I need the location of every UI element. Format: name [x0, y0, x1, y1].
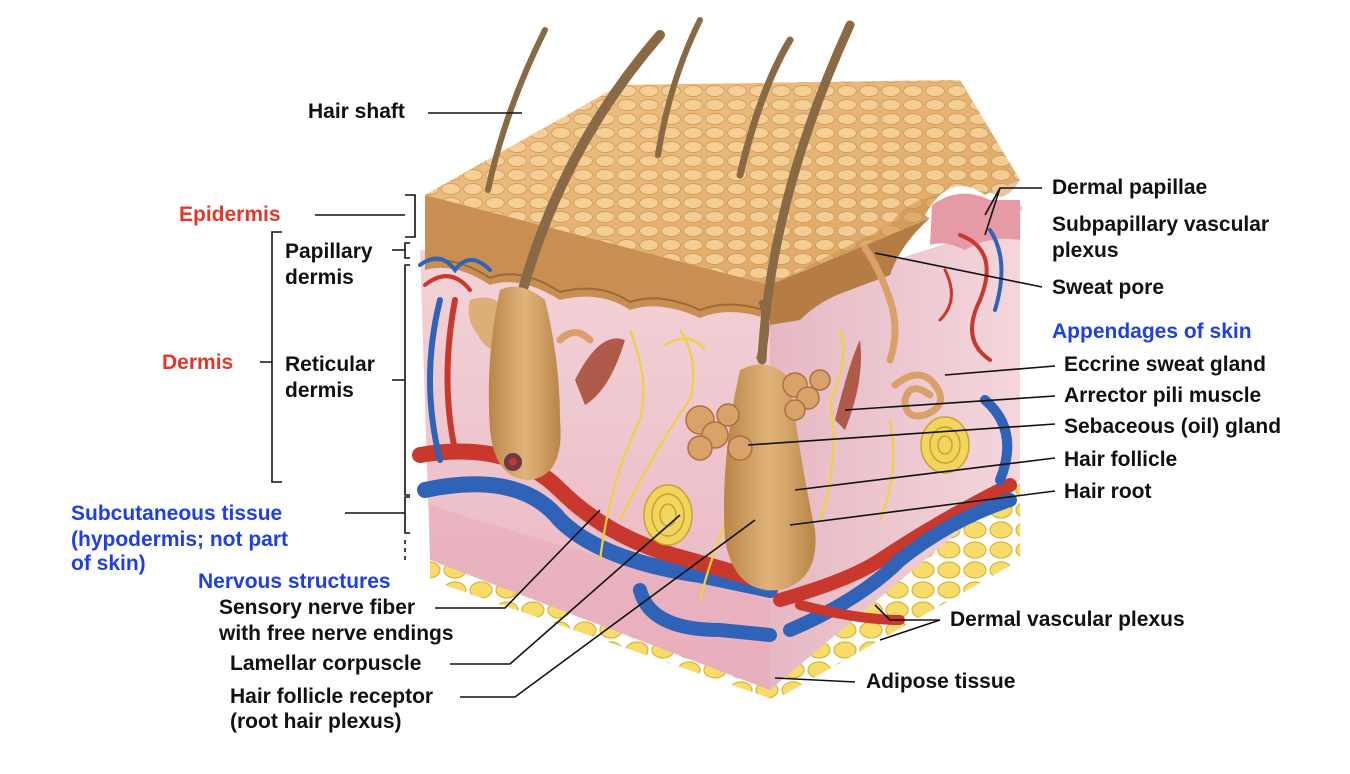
eccrine-sweat-gland-label: Eccrine sweat gland	[1064, 353, 1266, 377]
dermis-label: Dermis	[162, 351, 233, 375]
reticular-dermis-label-line1: Reticular	[285, 353, 375, 377]
nervous-structures-heading: Nervous structures	[198, 570, 391, 594]
papillary-dermis-label-line2: dermis	[285, 266, 354, 290]
hair-follicle-receptor-label-line2: (root hair plexus)	[230, 710, 402, 734]
lamellar-corpuscle-label: Lamellar corpuscle	[230, 652, 421, 676]
subpapillary-label-line1: Subpapillary vascular	[1052, 213, 1269, 237]
sensory-nerve-label-line1: Sensory nerve fiber	[219, 596, 415, 620]
sensory-nerve-label-line2: with free nerve endings	[219, 622, 454, 646]
sweat-pore-label: Sweat pore	[1052, 276, 1164, 300]
epidermis-label: Epidermis	[179, 203, 281, 227]
reticular-dermis-label-line2: dermis	[285, 379, 354, 403]
hair-root-label: Hair root	[1064, 480, 1152, 504]
subcutaneous-note-line1: (hypodermis; not part	[71, 528, 288, 552]
appendages-heading: Appendages of skin	[1052, 320, 1252, 344]
subpapillary-label-line2: plexus	[1052, 239, 1119, 263]
arrector-pili-label: Arrector pili muscle	[1064, 384, 1261, 408]
papillary-dermis-label-line1: Papillary	[285, 240, 373, 264]
hair-follicle-label: Hair follicle	[1064, 448, 1177, 472]
subcutaneous-note-line2: of skin)	[71, 552, 146, 576]
dermal-vascular-plexus-label: Dermal vascular plexus	[950, 608, 1185, 632]
hair-follicle-receptor-label-line1: Hair follicle receptor	[230, 685, 433, 709]
adipose-tissue-label: Adipose tissue	[866, 670, 1015, 694]
sebaceous-gland-label: Sebaceous (oil) gland	[1064, 415, 1281, 439]
hair-shaft-label: Hair shaft	[308, 100, 405, 124]
dermal-papillae-label: Dermal papillae	[1052, 176, 1207, 200]
subcutaneous-label: Subcutaneous tissue	[71, 502, 282, 526]
